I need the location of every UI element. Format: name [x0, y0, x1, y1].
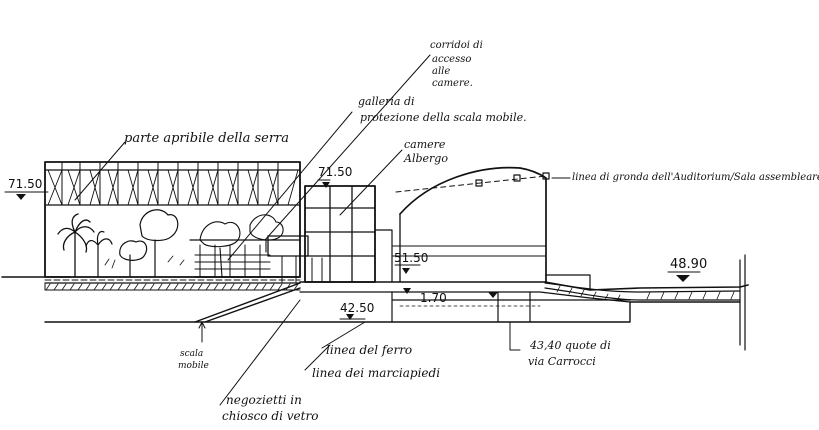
- hotel-tower: [267, 185, 393, 283]
- rail-line-label: linea del ferro: [326, 343, 412, 357]
- section-hatching: [45, 282, 741, 302]
- roof-opening-label: parte apribile della serra: [124, 131, 289, 146]
- rooms-label-line-2: Albergo: [403, 152, 448, 165]
- gallery-label-line-2: protezione della scala mobile.: [360, 111, 527, 124]
- corridor-label-line-1: corridoi di: [430, 40, 483, 51]
- greenhouse-structure: [44, 161, 301, 278]
- elevation-step: 1.70: [420, 291, 447, 305]
- elevation-tower: 71.50: [318, 165, 352, 179]
- elevation-left: 71.50: [8, 177, 42, 191]
- corridor-label-line-2: accesso: [432, 54, 471, 65]
- rooms-label-line-1: camere: [404, 138, 446, 151]
- elevation-right: 48.90: [670, 257, 707, 272]
- escalator-ramp: [44, 254, 746, 351]
- sidewalk-line-label: linea dei marciapiedi: [312, 366, 440, 380]
- elevation-platform: 51.50: [394, 251, 428, 265]
- street-level-label-line-2: via Carrocci: [528, 355, 596, 368]
- corridor-label-line-4: camere.: [432, 78, 473, 89]
- escalator-label-line-1: scala: [180, 349, 203, 359]
- elevation-values: 71.50 71.50 51.50 1.70 42.50 48.90: [8, 165, 707, 315]
- level-markers: [4, 179, 701, 320]
- annotations: parte apribile della serra corridoi di a…: [124, 40, 819, 423]
- kiosk-label-line-1: negozietti in: [226, 393, 302, 407]
- auditorium-label: linea di gronda dell'Auditorium/Sala ass…: [572, 172, 819, 183]
- garden-plants: [57, 209, 284, 278]
- elevation-rail: 42.50: [340, 301, 374, 315]
- corridor-label-line-3: alle: [432, 66, 450, 77]
- leader-lines: [74, 54, 571, 406]
- gallery-label-line-1: galleria di: [358, 95, 415, 108]
- kiosk-label-line-2: chiosco di vetro: [222, 409, 318, 423]
- escalator-label-line-2: mobile: [178, 361, 209, 371]
- street-level-label-line-1: 43,40 quote di: [529, 339, 611, 352]
- auditorium: [391, 166, 591, 291]
